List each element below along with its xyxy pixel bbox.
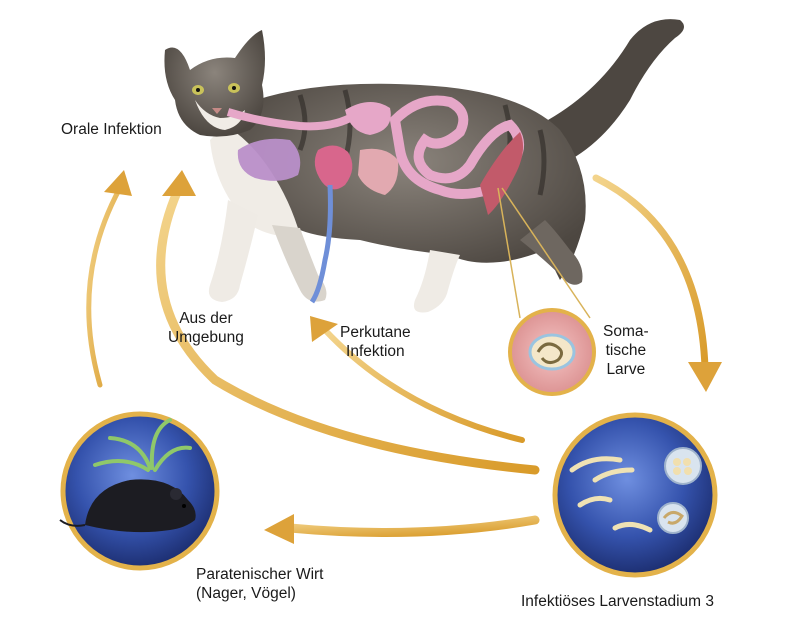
cat-illustration	[164, 19, 684, 319]
organ-vessel	[309, 184, 333, 304]
organ-intestine	[389, 95, 524, 199]
larva-cyst	[528, 333, 576, 371]
label-environment-line1: Aus der	[179, 310, 233, 327]
cat-front-leg-left	[208, 200, 258, 302]
organ-esophagus	[226, 108, 352, 131]
arrowhead-environment-oral	[162, 170, 196, 196]
label-paratenic-line1: Paratenischer Wirt	[196, 566, 324, 583]
arrowhead-shedding	[688, 362, 722, 392]
label-percutaneous: Perkutane Infektion	[340, 323, 411, 361]
cycle-arrows	[86, 174, 709, 537]
larval-stage-circle	[552, 412, 718, 578]
label-environment: Aus der Umgebung	[168, 309, 244, 347]
label-percutaneous-line2: Infektion	[346, 343, 405, 360]
label-somatic-line1: Soma-	[603, 323, 649, 340]
label-paratenic-host: Paratenischer Wirt (Nager, Vögel)	[196, 565, 323, 603]
cat-muzzle	[195, 100, 245, 130]
arrow-heads	[104, 170, 722, 544]
label-somatic-larva: Soma- tische Larve	[603, 322, 649, 379]
cat-hind-leg-left	[413, 250, 460, 313]
arrow-shedding	[592, 174, 709, 372]
organ-muscle	[480, 132, 524, 215]
egg-icon	[657, 502, 689, 534]
somatic-larva-circle	[508, 308, 596, 396]
paratenic-host-circle	[59, 411, 220, 571]
larva-icon	[569, 456, 653, 533]
label-oral-infection: Orale Infektion	[61, 121, 162, 138]
organ-heart	[314, 145, 353, 190]
arrow-paratenic-oral	[86, 185, 123, 388]
label-somatic-line3: Larve	[606, 361, 646, 378]
label-percutaneous-line1: Perkutane	[340, 324, 411, 341]
larva-icon	[536, 342, 563, 365]
cat-tail	[548, 19, 684, 160]
label-larval-stage: Infektiöses Larvenstadium 3	[521, 593, 714, 610]
cat-organs	[226, 95, 524, 304]
arrowhead-paratenic	[264, 514, 294, 544]
cat-front-leg-right	[272, 225, 327, 302]
label-paratenic-line2: (Nager, Vögel)	[196, 585, 296, 602]
arrowhead-paratenic-oral	[104, 170, 132, 196]
connector-line-1	[497, 187, 521, 319]
label-environment-line2: Umgebung	[168, 329, 244, 346]
organ-lungs	[237, 138, 301, 181]
connector-line-2	[501, 187, 591, 319]
label-somatic-line2: tische	[605, 342, 647, 359]
cat-nose	[212, 108, 222, 114]
cat-head	[164, 30, 265, 137]
egg-icon	[664, 447, 702, 485]
organ-liver	[358, 148, 399, 195]
arrow-percutaneous	[322, 327, 525, 443]
arrowhead-percutaneous	[310, 316, 338, 342]
organ-stomach	[345, 101, 391, 135]
arrow-environment-oral	[156, 185, 540, 475]
arrow-paratenic	[285, 515, 540, 537]
cat-chest	[210, 125, 300, 237]
grass-icon	[93, 418, 192, 472]
cat-hind-leg-right	[520, 220, 583, 285]
mouse-icon	[85, 479, 196, 533]
